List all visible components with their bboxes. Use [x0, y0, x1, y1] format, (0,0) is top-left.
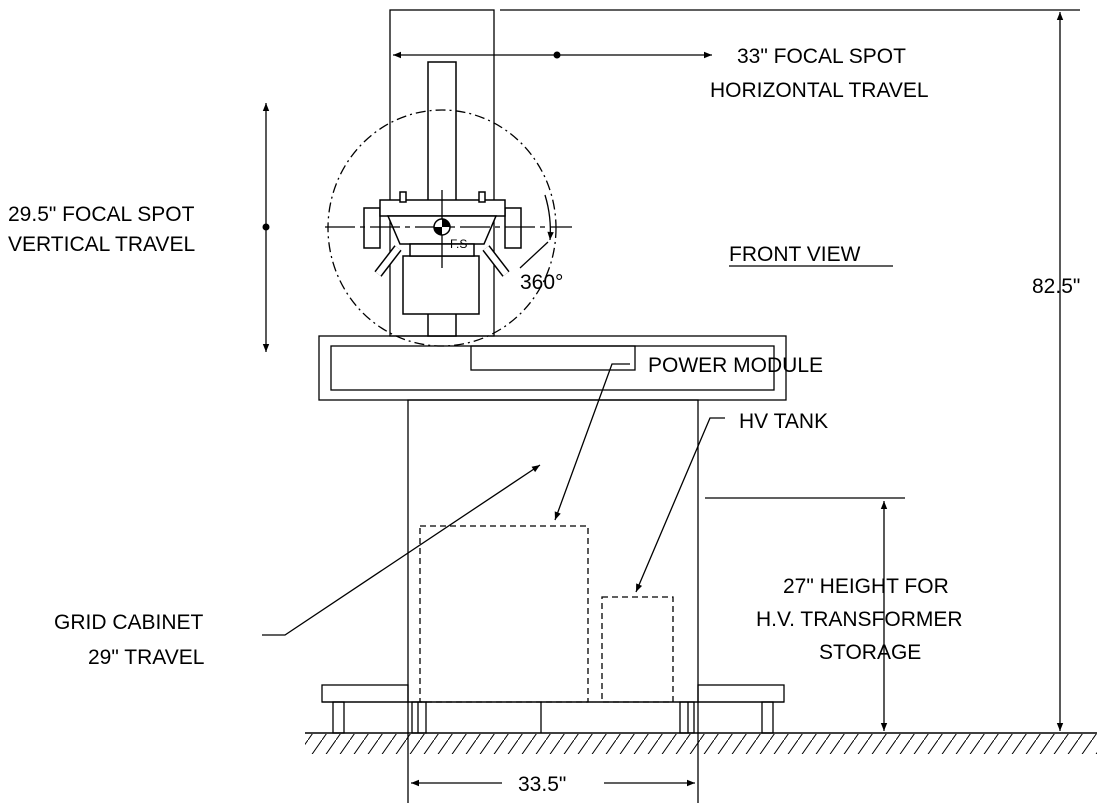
horizontal-travel-dot: [553, 51, 561, 59]
horizontal-travel-line2: HORIZONTAL TRAVEL: [710, 79, 929, 102]
base-width-label: 33.5": [518, 773, 566, 796]
base-platform: [321, 684, 785, 734]
focal-spot-label: F.S: [450, 237, 467, 251]
hv-tank-outline: [601, 596, 674, 703]
power-module-label: POWER MODULE: [648, 354, 823, 377]
floor-ground: [305, 732, 1097, 754]
vertical-travel-dot: [262, 223, 270, 231]
overall-height-label: 82.5": [1032, 275, 1080, 298]
vertical-travel-line2: VERTICAL TRAVEL: [8, 233, 195, 256]
rotation-label: 360°: [520, 271, 563, 294]
focal-spot-symbol: [433, 218, 451, 236]
rotation-arrow: [544, 194, 554, 241]
grid-cabinet-line1: GRID CABINET: [54, 611, 204, 634]
height-line3: STORAGE: [819, 641, 921, 664]
rotation-leader: [519, 241, 549, 269]
hv-tank-leader: [635, 417, 725, 593]
pedestal-body: [407, 399, 699, 703]
grid-cabinet-leader: [262, 464, 541, 636]
front-view-title: FRONT VIEW: [729, 243, 861, 266]
horizontal-travel-line1: 33" FOCAL SPOT: [737, 45, 906, 68]
power-module-leader: [554, 363, 630, 521]
hv-tank-label: HV TANK: [739, 410, 828, 433]
power-module-outline: [419, 525, 589, 703]
height-line1: 27" HEIGHT FOR: [783, 575, 949, 598]
height-line2: H.V. TRANSFORMER: [756, 608, 963, 631]
vertical-travel-line1: 29.5" FOCAL SPOT: [8, 203, 195, 226]
grid-cabinet: [470, 345, 636, 371]
grid-cabinet-line2: 29" TRAVEL: [88, 646, 204, 669]
